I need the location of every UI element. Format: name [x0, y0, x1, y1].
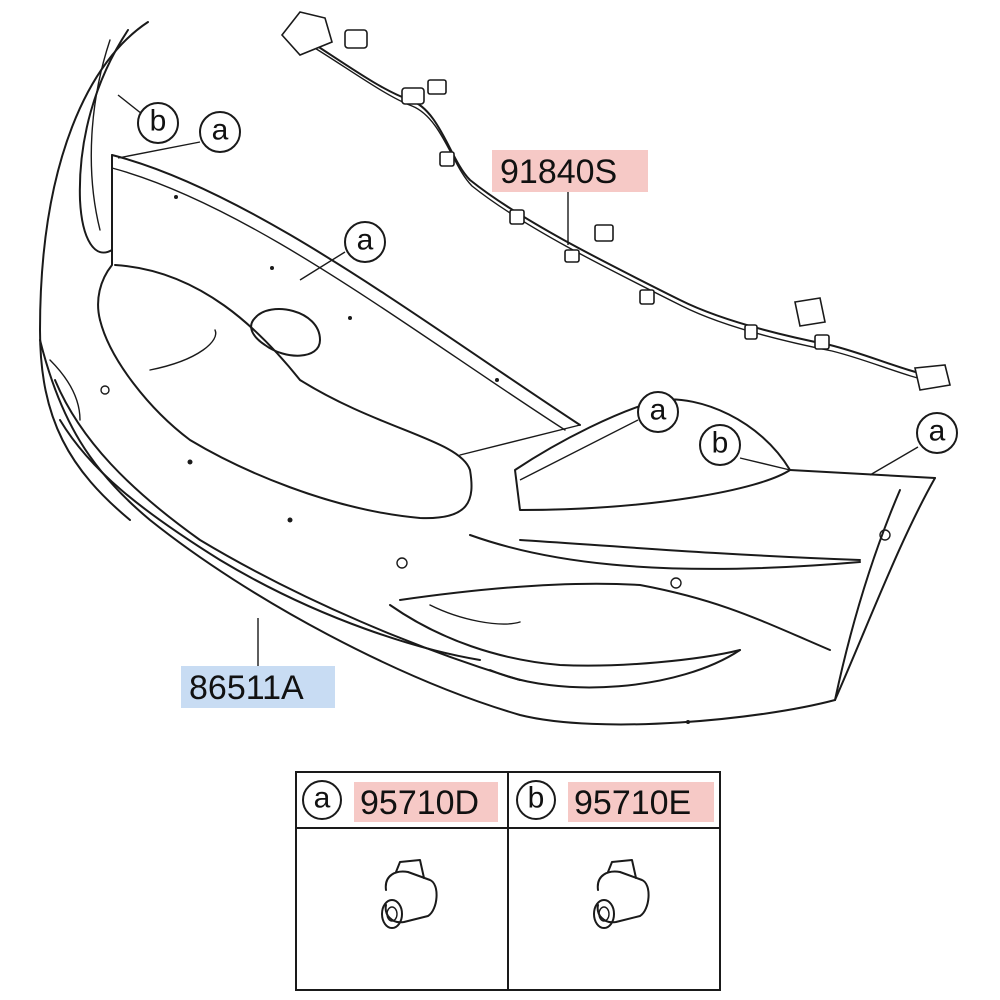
part-number-harness: 91840S — [500, 153, 617, 191]
callout-a-text: a — [929, 415, 946, 448]
callout-a-top-left: a — [199, 111, 241, 153]
part-label-bumper: 86511A — [181, 666, 335, 708]
leader-lines — [117, 94, 919, 672]
callout-b-text: b — [150, 105, 167, 138]
callout-a-text: a — [357, 224, 374, 257]
callout-a-right-mid: a — [637, 391, 679, 433]
part-number-sensor-a: 95710D — [360, 784, 479, 822]
part-label-harness: 91840S — [492, 150, 648, 192]
legend-a-text: a — [314, 782, 331, 815]
callout-b-right: b — [699, 424, 741, 466]
part-number-bumper: 86511A — [189, 669, 304, 707]
callout-a-far-right: a — [916, 412, 958, 454]
parking-sensor-a-image — [381, 859, 438, 929]
callout-a-center: a — [344, 221, 386, 263]
sensor-legend-table: a 95710D b 95710E — [295, 771, 721, 991]
bumper-cover-drawing — [39, 21, 936, 726]
callout-b-text: b — [712, 427, 729, 460]
legend-b-text: b — [528, 782, 545, 815]
callout-a-text: a — [650, 394, 667, 427]
parking-sensor-b-image — [593, 859, 650, 929]
part-number-sensor-b: 95710E — [574, 784, 691, 822]
wiring-harness-drawing — [280, 11, 951, 391]
callout-a-text: a — [212, 114, 229, 147]
callout-b-top-left: b — [137, 102, 179, 144]
